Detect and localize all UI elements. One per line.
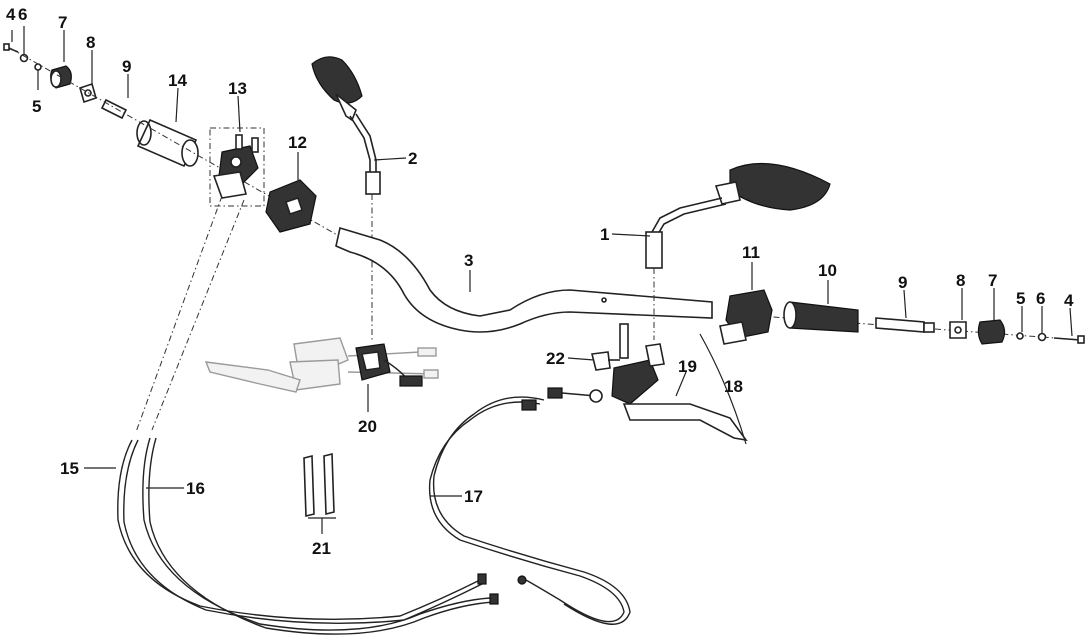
- clutch-lever-bracket: [611, 323, 665, 405]
- right-grip: [783, 301, 859, 333]
- callout-label: 1: [600, 225, 609, 244]
- right-switch-housing: [719, 289, 773, 345]
- right-bolt: [1053, 335, 1085, 344]
- right-nut: [949, 321, 967, 339]
- callout-label: 6: [18, 5, 27, 24]
- callout-label: 22: [546, 349, 565, 368]
- callout-label: 4: [6, 5, 16, 24]
- throttle-cable-2: [142, 437, 499, 635]
- callout-label: 13: [228, 79, 247, 98]
- left-mirror: [311, 56, 381, 195]
- callout-label: 2: [408, 149, 417, 168]
- clutch-cable-end: [547, 387, 603, 403]
- callout-label: 16: [186, 479, 205, 498]
- callout-label: 9: [898, 273, 907, 292]
- left-switch-housing: [265, 179, 317, 233]
- left-spacer-small: [34, 63, 42, 71]
- callout-label: 21: [312, 539, 331, 558]
- callout-label: 10: [818, 261, 837, 280]
- right-mirror: [645, 162, 831, 269]
- callout-label: 8: [86, 33, 95, 52]
- callout-label: 6: [1036, 289, 1045, 308]
- callout-label: 12: [288, 133, 307, 152]
- clutch-switch: [591, 351, 620, 371]
- callout-label: 4: [1064, 291, 1074, 310]
- callout-label: 7: [988, 271, 997, 290]
- callout-label: 17: [464, 487, 483, 506]
- callout-label: 11: [742, 243, 760, 262]
- callout-label: 5: [1016, 289, 1025, 308]
- callout-label: 7: [58, 13, 67, 32]
- throttle-housing: [209, 127, 265, 207]
- clutch-cable: [428, 396, 631, 625]
- throttle-cable-1: [117, 439, 487, 625]
- cable-straps: [303, 452, 335, 518]
- callout-label: 14: [168, 71, 187, 90]
- right-washer: [1037, 332, 1047, 342]
- callout-label: 20: [358, 417, 377, 436]
- clutch-lever: [622, 403, 748, 442]
- left-grip: [136, 118, 199, 168]
- leader-lines: [11, 26, 1073, 534]
- right-spacer-small: [1016, 332, 1024, 340]
- handlebar-tube: [335, 226, 713, 333]
- mirror-clamp-assembly: [355, 343, 423, 387]
- callout-label: 5: [32, 97, 41, 116]
- callout-label: 15: [60, 459, 79, 478]
- callout-label: 18: [724, 377, 743, 396]
- callout-label: 8: [956, 271, 965, 290]
- callout-label: 9: [122, 57, 131, 76]
- right-insert: [875, 317, 935, 333]
- left-washer: [19, 53, 29, 63]
- callout-label: 19: [678, 357, 697, 376]
- callout-label: 3: [464, 251, 473, 270]
- right-bar-end-weight: [977, 319, 1006, 345]
